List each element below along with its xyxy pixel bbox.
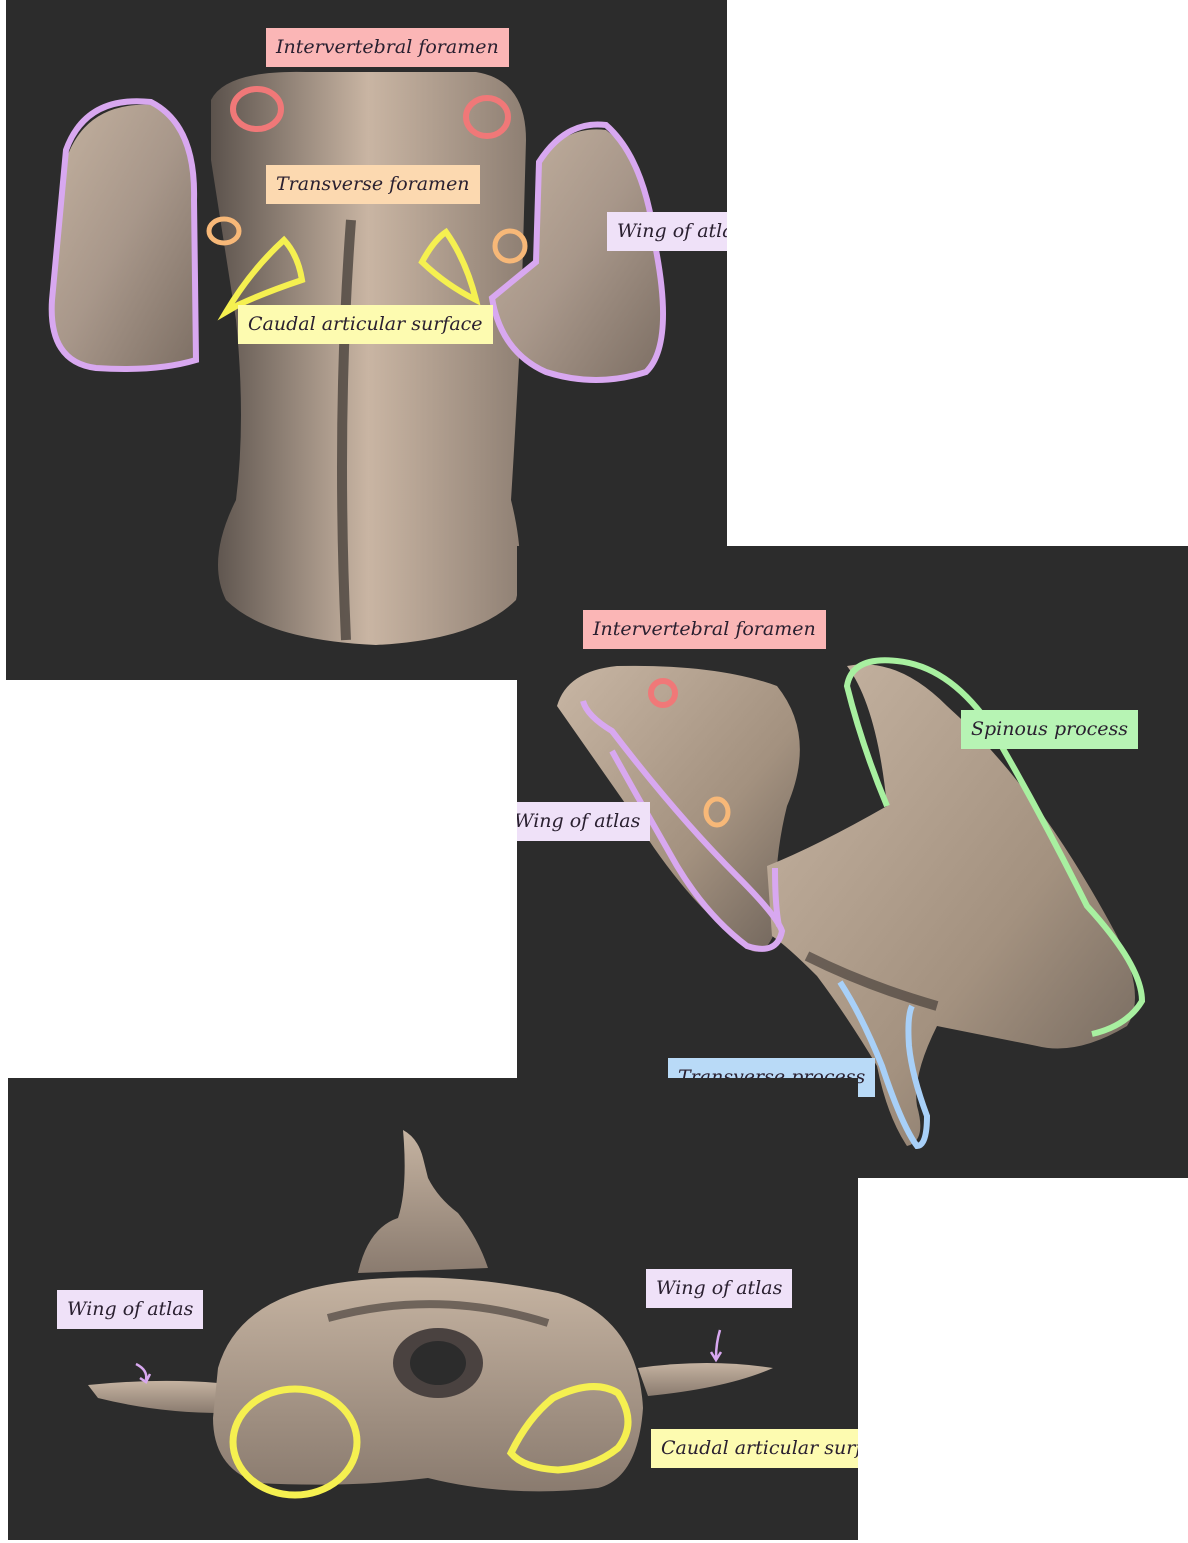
wing-of-atlas-label-left: Wing of atlas — [57, 1290, 204, 1329]
spinous-process-label: Spinous process — [961, 710, 1139, 749]
transverse-foramen-label: Transverse foramen — [266, 165, 480, 204]
transverse-foramen-outline-left — [206, 216, 242, 246]
caudal-articular-surface-outline-right — [418, 227, 481, 306]
caudal-articular-surface-label: Caudal articular surface — [651, 1429, 858, 1468]
panel-caudal-view: Wing of atlas Wing of atlas Caudal artic… — [8, 1078, 858, 1540]
left-wing-bone — [50, 104, 196, 369]
panel-lateral-view: Intervertebral foramen Spinous process W… — [517, 546, 1188, 1178]
caudal-view-illustration — [88, 1130, 773, 1499]
vertebra-body — [211, 71, 526, 645]
wing-of-atlas-label-right: Wing of atlas — [646, 1269, 793, 1308]
wing-of-atlas-outline — [580, 700, 786, 952]
spinous-process-bone — [358, 1130, 488, 1273]
intervertebral-foramen-label: Intervertebral foramen — [266, 28, 509, 67]
wing-of-atlas-label: Wing of atlas — [517, 802, 651, 841]
wing-right-bone — [638, 1363, 773, 1396]
transverse-foramen-outline — [703, 796, 731, 828]
caudal-articular-surface-outline-left — [229, 1385, 361, 1499]
caudal-articular-surface-label: Caudal articular surface — [238, 305, 493, 344]
transverse-foramen-outline-right — [492, 228, 528, 264]
intervertebral-foramen-label: Intervertebral foramen — [583, 610, 826, 649]
pointer-arrow-right — [709, 1329, 723, 1363]
wing-of-atlas-outline-right — [488, 121, 667, 383]
axis-body-bone — [767, 664, 1135, 1146]
wing-of-atlas-outline-tail — [772, 867, 782, 927]
caudal-articular-surface-outline-left — [217, 235, 306, 321]
intervertebral-foramen-outline-right — [463, 95, 511, 139]
dorsal-view-illustration — [48, 71, 667, 645]
wing-of-atlas-label: Wing of atlas — [607, 212, 727, 251]
transverse-process-outline — [837, 980, 931, 1150]
wing-left-bone — [88, 1380, 223, 1413]
lateral-view-illustration — [557, 657, 1146, 1150]
pointer-arrow-left — [135, 1362, 152, 1384]
intervertebral-foramen-outline-left — [230, 86, 284, 132]
right-wing-bone — [494, 129, 662, 378]
intervertebral-foramen-outline — [648, 678, 678, 708]
wing-of-atlas-outline-left — [48, 98, 200, 372]
caudal-articular-surface-outline-right — [506, 1383, 632, 1474]
panel-dorsal-view: Intervertebral foramen Transverse forame… — [6, 0, 727, 680]
